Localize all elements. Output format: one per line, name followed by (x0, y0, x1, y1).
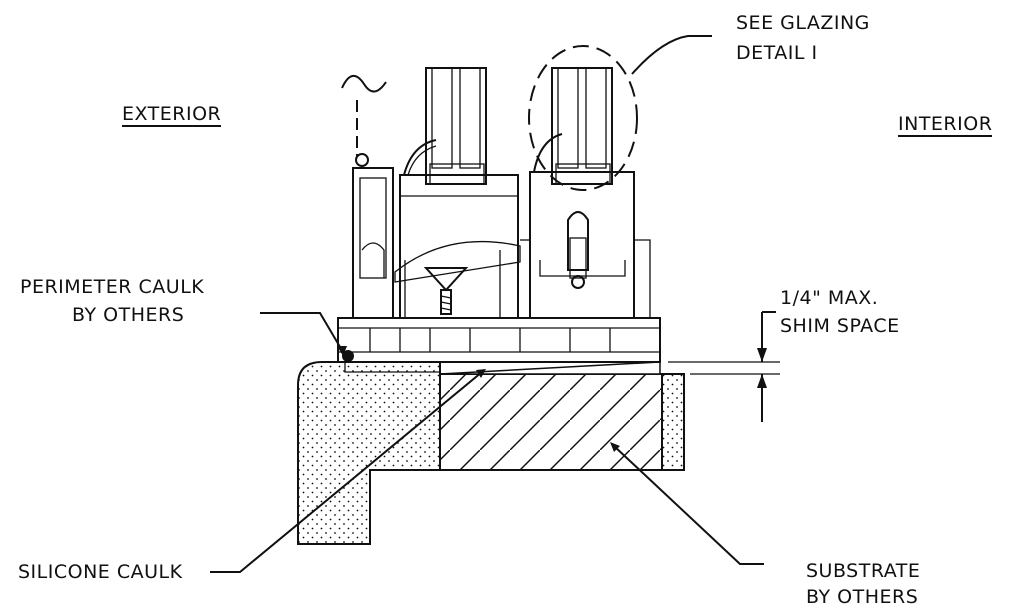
substrate-label-line1: SUBSTRATE (806, 560, 921, 582)
interior-trim (661, 373, 685, 471)
shim-space-label-line2: SHIM SPACE (780, 315, 900, 337)
glazing-detail-circle (528, 45, 638, 191)
substrate-label-line2: BY OTHERS (806, 586, 919, 608)
silicone-caulk-label: SILICONE CAULK (18, 561, 183, 583)
shim (439, 361, 661, 375)
perimeter-caulk-label-line2: BY OTHERS (72, 304, 185, 326)
perimeter-caulk-leader (260, 312, 344, 353)
exterior-label: EXTERIOR (122, 103, 222, 127)
see-glazing-label-line1: SEE GLAZING (736, 12, 870, 34)
perimeter-caulk-bead (342, 350, 354, 362)
interior-label: INTERIOR (898, 113, 993, 137)
shim-space-label-line1: 1/4" MAX. (780, 287, 879, 309)
wood-substrate (439, 373, 663, 471)
exterior-sash (341, 75, 394, 319)
perimeter-caulk-label-line1: PERIMETER CAULK (20, 276, 205, 298)
glazing-detail-leader (631, 35, 712, 75)
substrate-leader (613, 445, 764, 565)
interior-sash (520, 67, 651, 319)
see-glazing-label-line2: DETAIL I (736, 42, 818, 64)
silicone-caulk-leader (210, 371, 483, 573)
fixed-glass-frame (394, 67, 521, 319)
masonry-substrate (297, 361, 441, 545)
shim-dimension (668, 311, 780, 422)
